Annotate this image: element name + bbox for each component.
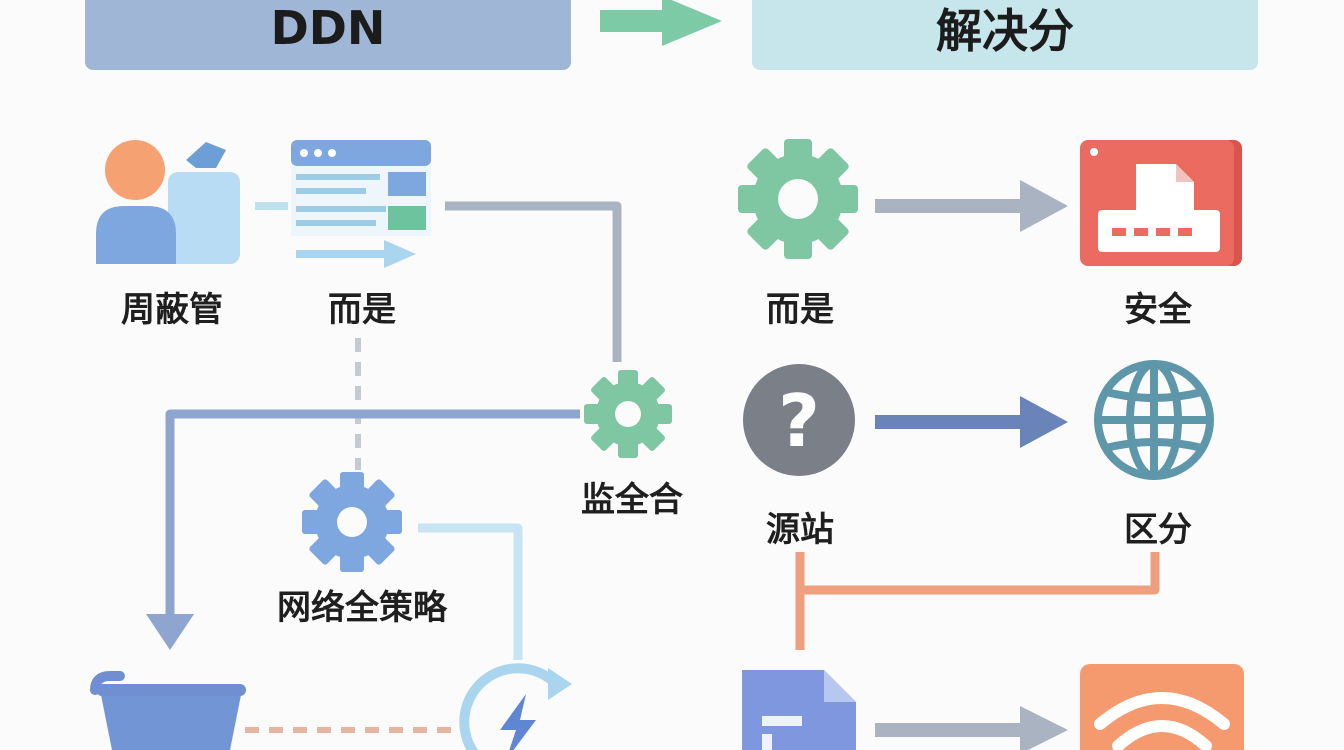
security-card-icon [1080,140,1242,266]
label-question: 源站 [766,510,834,550]
gear-policy-icon [302,472,402,572]
connector-browser-gear [445,201,622,362]
label-gear-center: 监全合 [581,480,683,520]
users-icon [96,140,240,264]
header-right-title: 解决分 [936,4,1074,58]
connector-gear-bucket [165,409,580,620]
arrow-gear-security [875,180,1068,232]
bucket-icon [90,671,246,750]
header-left-banner: DDN [85,0,571,70]
gear-center-icon [584,370,672,458]
label-gear-right: 而是 [766,290,834,330]
browser-window-icon [291,140,431,268]
header-right-banner: 解决分 [752,0,1258,70]
globe-icon [1094,360,1214,480]
label-globe: 区分 [1124,510,1192,550]
arrow-down-icon [146,614,194,650]
arrow-question-globe [875,396,1068,448]
connector-orange-bracket [800,552,1160,595]
arrow-doc-wifi [875,706,1068,750]
label-policy: 网络全策略 [277,588,447,628]
header-arrow-icon [600,0,722,46]
header-left-title: DDN [270,1,386,55]
gear-right-icon [738,139,858,259]
label-users: 周蔽管 [121,290,223,330]
wifi-card-icon [1080,664,1244,750]
question-icon: ? [743,364,855,476]
label-security: 安全 [1124,290,1192,330]
connector-policy-refresh [418,523,523,660]
svg-text:?: ? [778,379,820,463]
label-browser: 而是 [328,290,396,330]
refresh-lightning-icon [459,663,572,750]
document-icon [742,670,856,750]
